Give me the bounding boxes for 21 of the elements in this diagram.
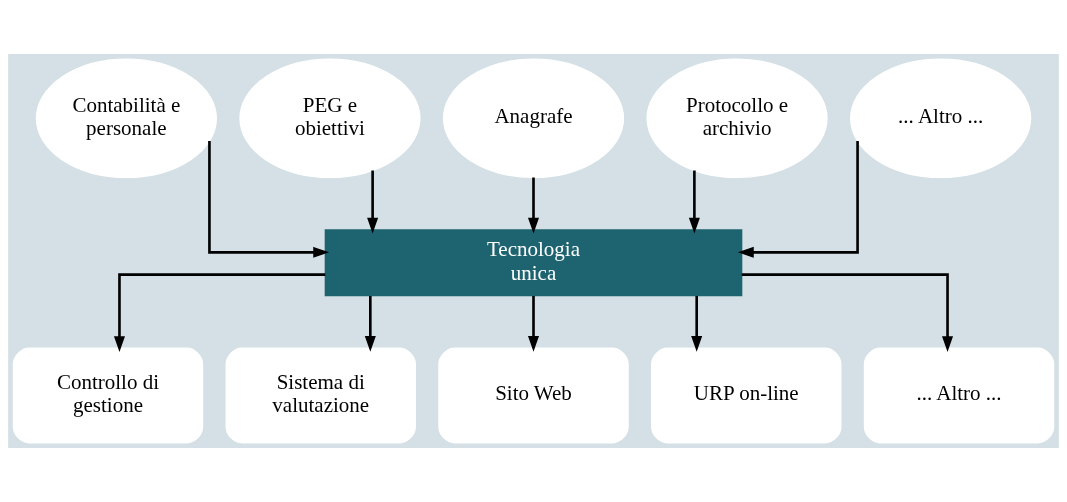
node-ellipse: Contabilità e personale	[35, 58, 217, 179]
arrow	[691, 295, 703, 352]
arrow	[737, 141, 859, 258]
arrow	[527, 295, 540, 352]
arrow	[364, 295, 376, 352]
arrow	[527, 177, 540, 234]
node-box: Sistema di valutazione	[225, 347, 416, 444]
arrow	[113, 273, 326, 353]
arrow	[688, 170, 700, 234]
node-ellipse: Anagrafe	[442, 58, 625, 179]
node-box: Controllo di gestione	[12, 347, 204, 444]
node-ellipse: ... Altro ...	[850, 58, 1032, 179]
node-box: Sito Web	[438, 347, 629, 444]
node-ellipse: PEG e obiettivi	[239, 58, 421, 179]
node-box: URP on-line	[651, 347, 842, 444]
node-box: ... Altro ...	[863, 347, 1055, 444]
node-box: Tecnologia unica	[324, 229, 743, 297]
arrow	[367, 170, 379, 234]
arrow	[741, 273, 954, 353]
arrow	[208, 141, 330, 258]
node-ellipse: Protocollo e archivio	[646, 58, 828, 179]
